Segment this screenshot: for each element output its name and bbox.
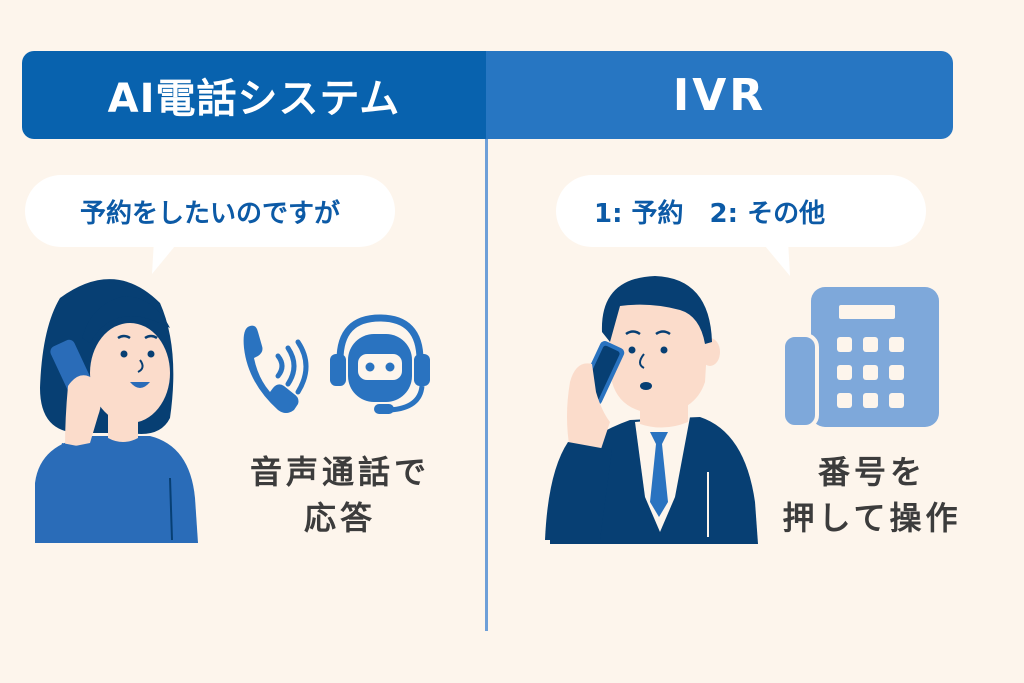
man-on-phone-icon [545, 276, 758, 544]
speech-bubble-left-text: 予約をしたいのですが [79, 198, 340, 229]
speech-bubble-right-text: 1: 予約 2: その他 [594, 198, 826, 229]
header-ivr: IVR [486, 51, 953, 139]
caption-right-line1: 番号を [817, 453, 926, 491]
header-title-right: IVR [672, 69, 767, 121]
speech-bubble-left-tail [152, 240, 180, 274]
header-title-left: AI電話システム [107, 76, 401, 122]
desk-phone-keypad-icon [781, 287, 939, 429]
speech-bubble-left: 予約をしたいのですが [25, 175, 395, 247]
header-ai-phone-system: AI電話システム [22, 51, 486, 139]
woman-on-phone-icon [35, 279, 198, 543]
robot-headset-icon [330, 314, 430, 414]
caption-right: 番号を 押して操作 [772, 449, 972, 541]
caption-left-line2: 応答 [303, 499, 376, 537]
speech-bubble-right-tail [760, 240, 790, 276]
speech-bubble-right: 1: 予約 2: その他 [556, 175, 926, 247]
caption-left: 音声通話で 応答 [240, 449, 440, 541]
phone-handset-ringing-icon [243, 325, 309, 413]
center-divider [485, 139, 488, 631]
caption-left-line1: 音声通話で [249, 453, 430, 491]
caption-right-line2: 押して操作 [782, 499, 962, 537]
